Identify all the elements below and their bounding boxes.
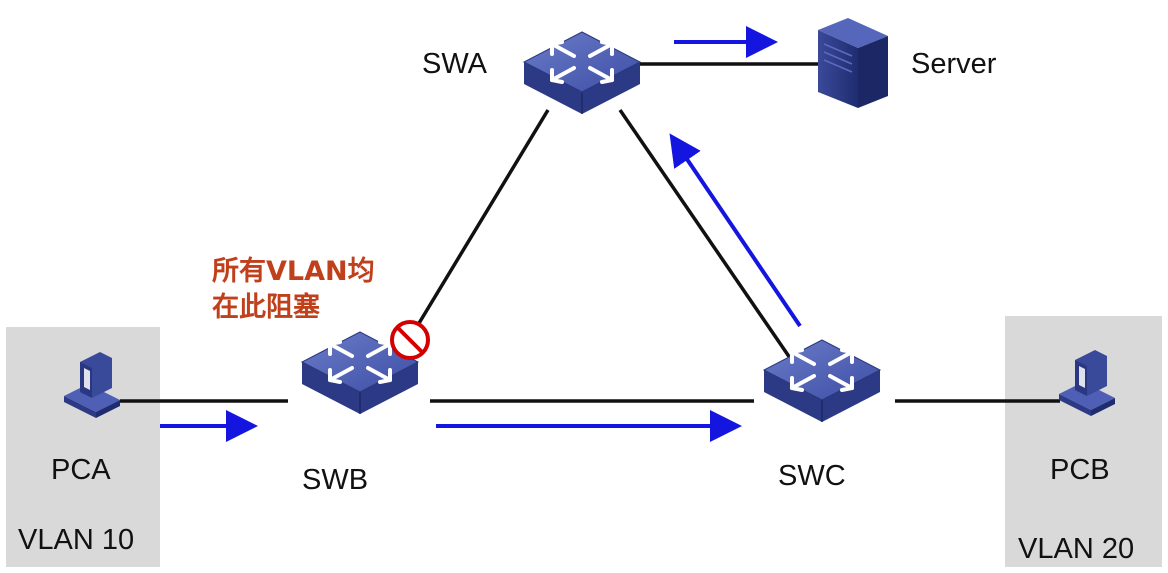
blocked-annotation-line1: 所有VLAN均 [212, 256, 375, 287]
server-tower-icon[interactable] [818, 18, 888, 108]
swc-label: SWC [778, 460, 846, 492]
link-swa-swb [402, 109, 550, 349]
flow-arrow-swc-to-swa [669, 133, 802, 328]
pcb-label: PCB [1050, 454, 1110, 486]
links [120, 62, 1060, 403]
blocked-port-icon [390, 320, 430, 360]
pcb-pc-icon[interactable] [1059, 350, 1115, 416]
swc-switch-icon[interactable] [762, 338, 882, 424]
pca-pc-icon[interactable] [64, 352, 120, 418]
blocked-annotation: 所有VLAN均 在此阻塞 [212, 254, 375, 326]
swb-label: SWB [302, 464, 369, 496]
swa-switch-icon[interactable] [522, 30, 642, 116]
blocked-annotation-line2: 在此阻塞 [212, 292, 320, 323]
server-label: Server [911, 48, 997, 80]
pca-label: PCA [51, 454, 111, 486]
vlan10-label: VLAN 10 [18, 524, 135, 556]
swa-label: SWA [422, 48, 487, 80]
vlan20-label: VLAN 20 [1018, 533, 1135, 565]
link-swa-swc [618, 109, 792, 359]
traffic-flow [160, 26, 802, 442]
